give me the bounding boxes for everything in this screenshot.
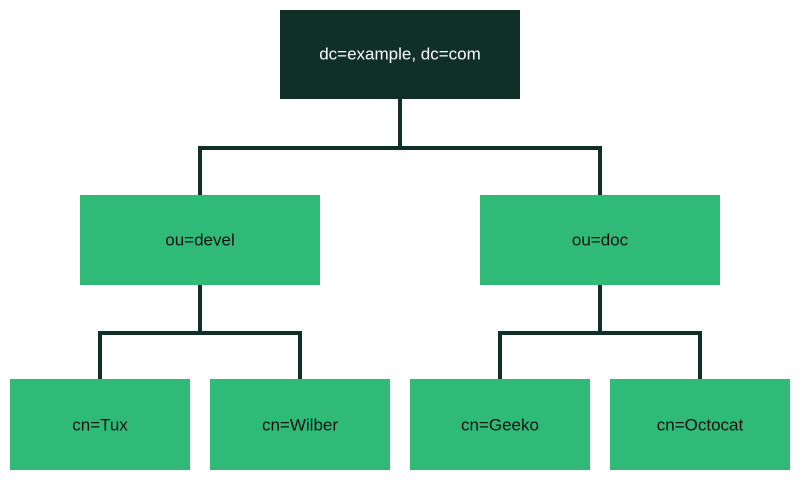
- cn-octocat-label: cn=Octocat: [657, 416, 744, 435]
- connector-devel-to-cn: [98, 284, 302, 380]
- ou-doc-node: ou=doc: [480, 195, 720, 285]
- ou-doc-label: ou=doc: [572, 231, 629, 250]
- root-node-label: dc=example, dc=com: [319, 45, 481, 64]
- cn-octocat-node: cn=Octocat: [610, 379, 790, 470]
- cn-wilber-label: cn=Wilber: [262, 416, 338, 435]
- connector-root-to-ou: [198, 98, 602, 196]
- cn-wilber-node: cn=Wilber: [210, 379, 390, 470]
- root-node: dc=example, dc=com: [280, 10, 520, 99]
- cn-geeko-label: cn=Geeko: [461, 416, 539, 435]
- cn-tux-node: cn=Tux: [10, 379, 190, 470]
- cn-geeko-node: cn=Geeko: [410, 379, 590, 470]
- cn-tux-label: cn=Tux: [72, 416, 128, 435]
- ou-devel-node: ou=devel: [80, 195, 320, 285]
- connector-doc-to-cn: [498, 284, 702, 380]
- ou-devel-label: ou=devel: [165, 231, 234, 250]
